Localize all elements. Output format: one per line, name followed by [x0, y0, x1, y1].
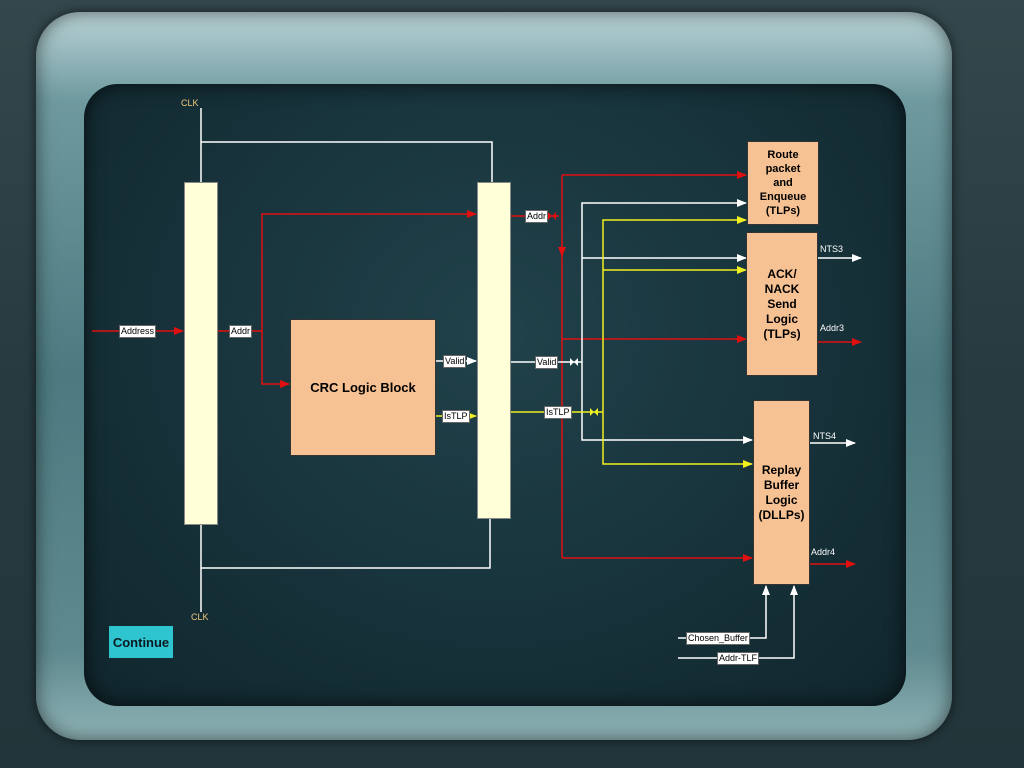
output-register: [477, 182, 511, 519]
valid-out-label: Valid: [535, 356, 559, 369]
valid-in-label: Valid: [443, 355, 467, 368]
address-label: Address: [119, 325, 157, 338]
addr4-label: Addr4: [811, 547, 836, 557]
valid-wires: [436, 199, 862, 659]
istlp-wires: [436, 216, 753, 468]
route-packet-block: Route packet and Enqueue (TLPs): [747, 141, 819, 225]
clock-wires: [200, 108, 493, 612]
clk-bottom-label: CLK: [191, 612, 209, 622]
addr3-label: Addr3: [820, 323, 845, 333]
continue-button[interactable]: Continue: [109, 626, 173, 658]
replay-buffer-block: Replay Buffer Logic (DLLPs): [753, 400, 810, 585]
istlp-in-label: IsTLP: [442, 410, 470, 423]
addr-tlf-label: Addr-TLF: [717, 652, 760, 665]
clk-top-label: CLK: [181, 98, 199, 108]
chosen-buffer-label: Chosen_Buffer: [686, 632, 750, 645]
nts3-label: NTS3: [820, 244, 844, 254]
addr-in-label: Addr: [229, 325, 253, 338]
ack-nack-block: ACK/ NACK Send Logic (TLPs): [746, 232, 818, 376]
addr-out-label: Addr: [525, 210, 549, 223]
crc-logic-block: CRC Logic Block: [290, 319, 436, 456]
junction-markers: [548, 212, 598, 416]
istlp-out-label: IsTLP: [544, 406, 572, 419]
input-register: [184, 182, 218, 525]
nts4-label: NTS4: [813, 431, 837, 441]
